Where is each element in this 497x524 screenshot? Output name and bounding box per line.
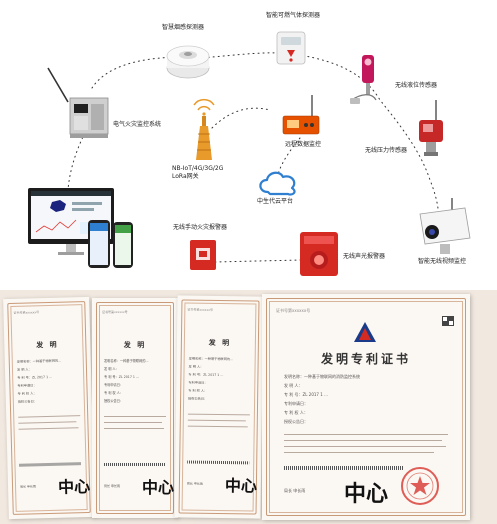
certificate-field: 专利申请日： (284, 401, 308, 406)
smoke-detector-icon (166, 45, 210, 79)
certificate-title: 发 明 (123, 341, 147, 349)
certificate-field: 发明名称：一种基于物联网的... (188, 356, 234, 362)
sound-light-alarm-icon (300, 232, 338, 276)
sound-light-alarm-label: 无线声光报警器 (343, 253, 386, 260)
certificate-field: 发明名称：一种基于物联网的消防监控系统 (284, 374, 360, 379)
gas-detector-icon (276, 31, 306, 65)
director-name: 局长 申长雨 (186, 481, 203, 486)
certificate-field: 授权公告日： (188, 396, 208, 401)
connection-alarms (214, 259, 301, 263)
certificate-frame (96, 302, 174, 514)
certificate-field: 专 利 权 人： (104, 391, 123, 395)
certificate-field: 授权公告日： (104, 399, 124, 403)
certificate-frame (266, 298, 466, 516)
director-signature: 中心 (224, 476, 258, 496)
certificate-field: 发 明 人： (284, 383, 303, 388)
patent-office-emblem-icon (354, 322, 376, 342)
patent-certificate-main: 证书号第xxxxxx号 发明专利证书 发明名称：一种基于物联网的消防监控系统 发… (262, 294, 470, 520)
gas-detector-label: 智能可燃气体探测器 (266, 12, 321, 19)
certificate-number: 证书号第xxxxxx号 (13, 310, 40, 315)
manual-fire-alarm-icon (190, 240, 216, 270)
director-name: 局长 申长雨 (284, 488, 306, 493)
patent-certificate: 证书号第xxxxxx号 发 明 发明名称：一种基于物联网的... 发 明 人： … (92, 298, 178, 518)
pressure-sensor-label: 无线压力传感器 (365, 147, 408, 154)
certificate-text-line (284, 446, 446, 448)
certificate-number: 证书号第xxxxxx号 (102, 310, 128, 314)
certificate-field: 专 利 权 人： (284, 410, 308, 415)
certificate-field: 专 利 权 人： (188, 388, 208, 393)
certificate-text-line (104, 428, 164, 430)
certificate-field: 发明名称：一种基于物联网的... (104, 359, 149, 363)
director-signature: 中心 (344, 481, 389, 507)
manual-alarm-label: 无线手动火灾报警器 (173, 224, 228, 231)
cloud-platform-label: 中生代云平台 (257, 198, 294, 205)
certificate-text-line (284, 434, 448, 436)
certificate-title: 发 明 (208, 338, 232, 348)
certificate-field: 发 明 人： (104, 367, 119, 371)
certificate-text-line (104, 422, 162, 424)
patent-certificate: 证书号第xxxxxx号 发 明 发明名称：一种基于物联网的... 发 明 人： … (3, 296, 95, 520)
wireless-camera-icon (419, 198, 471, 254)
certificate-field: 专利申请日： (104, 383, 124, 387)
certificate-field: 专 利 号：ZL 2017 1 ... (104, 375, 139, 379)
electrical-fire-monitor-icon (47, 67, 109, 138)
certificate-field: 专 利 号：ZL 2017 1 ... (284, 392, 328, 397)
liquid-level-label: 无线液位传感器 (395, 82, 438, 89)
certificate-field: 发 明 人： (16, 367, 32, 372)
certificate-inner-frame (99, 305, 171, 511)
official-seal-icon (401, 467, 439, 505)
certificate-number: 证书号第xxxxxx号 (187, 307, 214, 312)
electrical-fire-label: 电气火灾监控系统 (113, 121, 162, 128)
certificate-field: 授权公告日： (17, 399, 37, 404)
pressure-sensor-icon (419, 100, 443, 156)
smoke-detector-label: 智慧烟感探测器 (162, 24, 205, 31)
gateway-label-line2: LoRa网关 (172, 173, 199, 180)
certificate-barcode (104, 463, 166, 466)
director-signature: 中心 (142, 478, 175, 497)
cloud-platform-icon (259, 171, 296, 196)
lora-gateway-icon (193, 98, 215, 160)
gateway-label-line1: NB-IoT/4G/3G/2G (172, 165, 224, 172)
patent-certificate: 证书号第xxxxxx号 发 明 发明名称：一种基于物联网的... 发 明 人： … (174, 295, 264, 519)
certificate-field: 专利申请日： (188, 380, 208, 385)
certificate-field: 专 利 号：ZL 2017 1 ... (17, 374, 53, 380)
diagram-graphics (28, 31, 471, 276)
certificate-text-line (284, 452, 434, 454)
remote-monitor-label: 远程数据监控 (285, 141, 322, 148)
connection-ring (91, 52, 440, 239)
certificate-text-line (104, 416, 166, 418)
computer-and-phones-icon (28, 188, 133, 268)
director-signature: 中心 (57, 476, 91, 497)
certificate-barcode (284, 466, 404, 470)
certificate-field: 发 明 人： (188, 364, 204, 369)
director-name: 局长 申长雨 (20, 484, 37, 489)
certificate-title: 发明专利证书 (320, 352, 411, 366)
director-name: 局长 申长雨 (104, 484, 120, 488)
certificate-inner-frame (269, 301, 463, 513)
connection-center (211, 107, 271, 129)
certificate-number: 证书号第xxxxxx号 (276, 308, 311, 313)
certificate-field: 专利申请日： (17, 383, 37, 388)
liquid-level-sensor-icon (350, 55, 377, 104)
video-monitor-label: 智能无线视频监控 (418, 258, 467, 265)
remote-data-monitor-icon (282, 95, 320, 135)
fire-iot-system-diagram: 智慧烟感探测器 智能可燃气体探测器 无线液位传感器 电气火灾监控系统 NB-Io… (28, 12, 471, 276)
certificate-field: 授权公告日： (284, 419, 308, 424)
certificate-text-line (284, 440, 442, 442)
patent-certificates-strip: 证书号第xxxxxx号 发 明 发明名称：一种基于物联网的... 发 明 人： … (0, 290, 497, 524)
qr-code-icon (442, 316, 454, 326)
certificate-field: 专 利 号：ZL 2017 1 ... (188, 372, 224, 378)
certificate-field: 专 利 权 人： (17, 391, 37, 396)
